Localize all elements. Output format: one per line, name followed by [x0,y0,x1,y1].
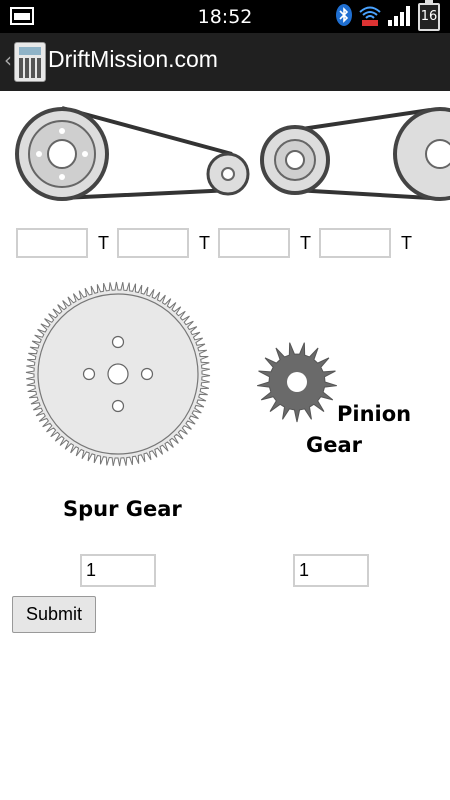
pinion-gear-input[interactable] [293,554,369,587]
spur-gear-label: Spur Gear [63,497,182,521]
app-title: DriftMission.com [48,46,218,72]
pinion-label-line2: Gear [306,433,363,457]
spur-gear-image [25,281,211,467]
back-chevron-icon[interactable]: ‹ [4,48,12,72]
battery-icon: 16 [418,0,440,31]
teeth-inputs-row: T T T T [16,228,420,258]
teeth-input-2[interactable] [117,228,189,258]
belt-drive-illustration [15,106,450,201]
pinion-label-line1: Pinion [337,402,412,426]
teeth-unit-label: T [199,232,210,253]
teeth-unit-label: T [401,232,412,253]
teeth-input-3[interactable] [218,228,290,258]
wifi-icon [358,3,382,31]
notification-icon [10,7,34,29]
calculator-app-icon [14,42,46,82]
bluetooth-icon [335,3,353,31]
clock: 18:52 [197,6,253,28]
teeth-unit-label: T [300,232,311,253]
spur-gear-input[interactable] [80,554,156,587]
teeth-input-1[interactable] [16,228,88,258]
action-bar[interactable]: ‹ DriftMission.com [0,33,450,91]
submit-button[interactable]: Submit [12,596,96,633]
pinion-gear-image [257,342,337,423]
status-bar: 18:52 16 [0,0,450,33]
signal-icon [387,4,413,30]
teeth-unit-label: T [98,232,109,253]
teeth-input-4[interactable] [319,228,391,258]
